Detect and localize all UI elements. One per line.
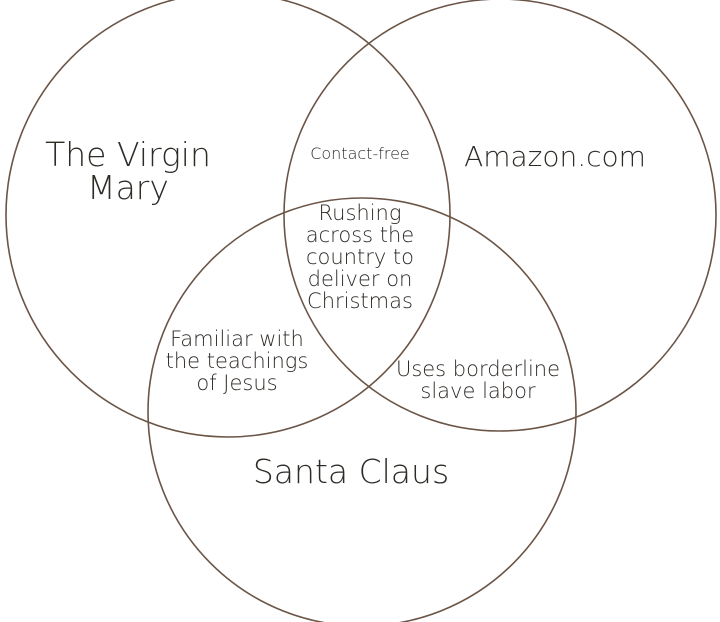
amazon-circle xyxy=(283,0,717,432)
rushing-label: Rushing across the country to deliver on… xyxy=(305,201,415,314)
slave-labor-label: Uses borderline slave labor xyxy=(395,357,561,404)
santa-claus-label: Santa Claus xyxy=(252,452,450,491)
familiar-with-jesus-label: Familiar with the teachings of Jesus xyxy=(165,327,309,396)
virgin-mary-circle xyxy=(5,0,451,438)
virgin-mary-label: The Virgin Mary xyxy=(45,135,211,207)
contact-free-label: Contact-free xyxy=(310,144,410,163)
santa-claus-circle xyxy=(147,197,577,622)
amazon-label: Amazon.com xyxy=(464,140,646,173)
